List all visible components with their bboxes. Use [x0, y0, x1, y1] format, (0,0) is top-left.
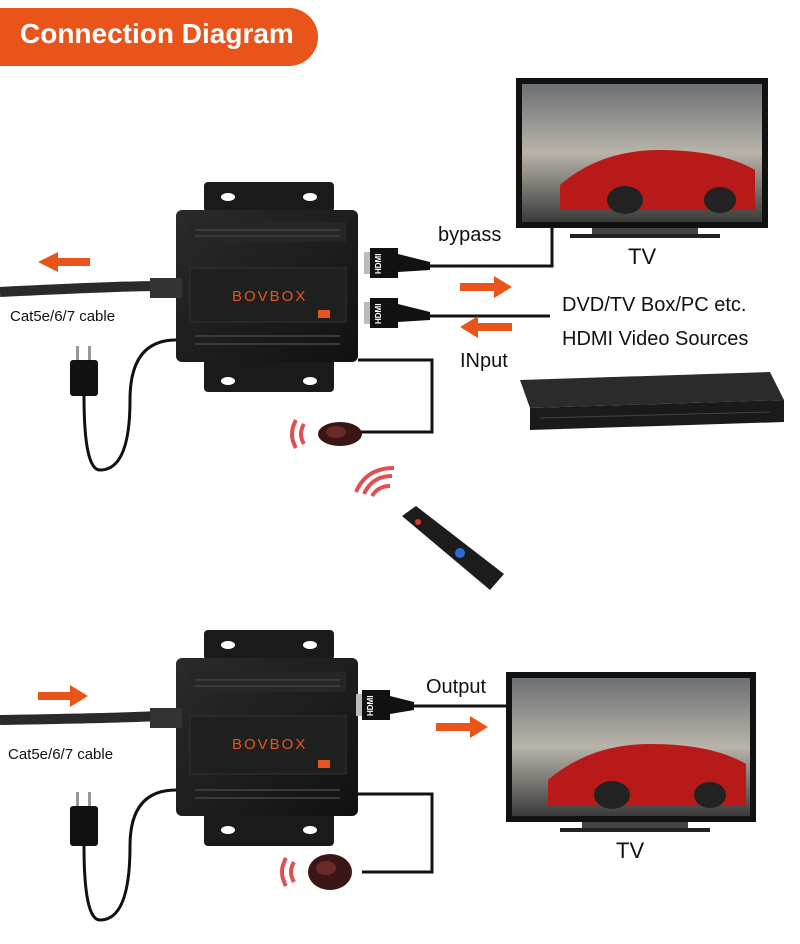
arrow-left-icon	[460, 316, 512, 338]
ir-signal-icon	[290, 419, 306, 449]
receiver-device	[176, 630, 358, 846]
rj45-connector	[150, 278, 182, 298]
hdmi-label: HDMI	[374, 253, 383, 274]
arrow-left-icon	[38, 252, 90, 272]
arrow-right-icon	[460, 276, 512, 298]
tv-label: TV	[628, 244, 657, 269]
input-label: INput	[460, 350, 508, 372]
source-label: DVD/TV Box/PC etc.	[562, 294, 747, 316]
source-label-2: HDMI Video Sources	[562, 328, 749, 350]
ir-receiver	[318, 422, 362, 446]
ir-signal-icon	[280, 857, 296, 887]
hdmi-connector-bypass	[364, 248, 430, 278]
cable-label: Cat5e/6/7 cable	[10, 308, 116, 325]
tv-top	[516, 78, 768, 238]
power-adapter	[70, 788, 177, 922]
output-label: Output	[426, 676, 487, 698]
bypass-label: bypass	[438, 224, 502, 246]
power-adapter	[70, 338, 177, 472]
network-cable	[0, 711, 161, 725]
title-banner	[0, 8, 318, 66]
hdmi-label: HDMI	[366, 695, 375, 716]
video-source-player	[520, 372, 784, 430]
arrow-right-icon	[436, 716, 488, 738]
transmitter-device	[176, 182, 358, 392]
ir-signal-icon	[354, 466, 395, 498]
page-title: Connection Diagram	[20, 18, 294, 49]
rj45-connector	[150, 708, 182, 728]
ir-cable	[358, 358, 434, 434]
hdmi-connector-output	[356, 690, 414, 720]
tv-bottom	[506, 672, 756, 832]
network-cable	[0, 281, 161, 297]
hdmi-connector-input	[364, 298, 430, 328]
hdmi-label: HDMI	[374, 303, 383, 324]
arrow-right-icon	[38, 685, 88, 707]
remote-control	[402, 506, 504, 590]
bypass-cable	[430, 228, 554, 268]
brand-logo: BOVBOX	[232, 736, 308, 753]
ir-cable	[358, 792, 434, 874]
brand-logo: BOVBOX	[232, 288, 308, 305]
ir-receiver	[308, 854, 352, 890]
cable-label: Cat5e/6/7 cable	[8, 746, 114, 763]
tv-label: TV	[616, 838, 645, 863]
